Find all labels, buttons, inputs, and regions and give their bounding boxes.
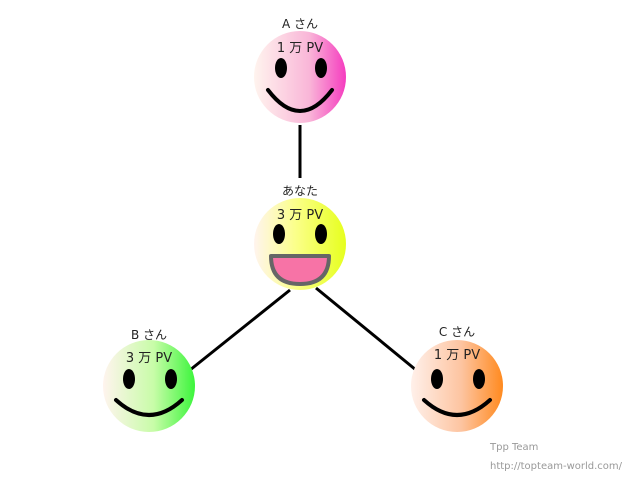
link-you-c <box>315 286 417 372</box>
node-pv: 1 万 PV <box>434 348 480 363</box>
node-c: C さん 1 万 PV <box>411 325 503 432</box>
credit-team: Tpp Team <box>489 442 538 453</box>
node-name: A さん <box>282 17 318 31</box>
node-pv: 3 万 PV <box>277 208 323 223</box>
node-pv: 3 万 PV <box>126 351 172 366</box>
node-a: A さん 1 万 PV <box>254 17 346 123</box>
node-pv: 1 万 PV <box>277 41 323 56</box>
node-name: B さん <box>131 328 167 342</box>
node-name: あなた <box>282 184 318 198</box>
node-name: C さん <box>439 325 475 339</box>
credit-url: http://topteam-world.com/ <box>490 461 623 472</box>
node-you: あなた 3 万 PV <box>254 184 346 290</box>
link-you-b <box>189 288 291 372</box>
node-b: B さん 3 万 PV <box>103 328 195 432</box>
